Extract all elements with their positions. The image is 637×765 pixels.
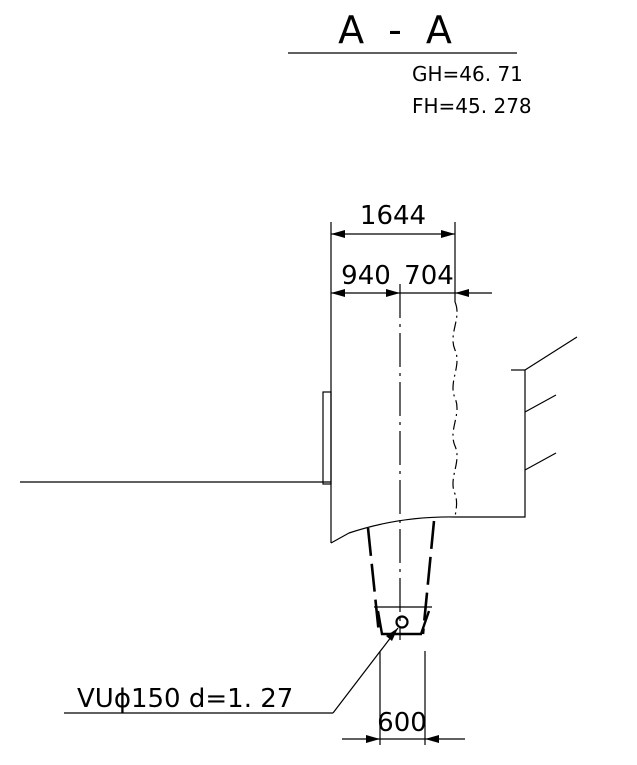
callout-leader bbox=[64, 627, 399, 714]
formation-height-label: FH=45. 278 bbox=[412, 94, 532, 118]
dimension-overall bbox=[330, 222, 456, 302]
wall-body bbox=[330, 302, 578, 544]
dimension-right-label: 704 bbox=[404, 261, 454, 291]
adjoining-slab bbox=[20, 391, 332, 485]
dimension-left-label: 940 bbox=[341, 261, 391, 291]
section-title: A - A bbox=[338, 8, 458, 52]
ground-height-label: GH=46. 71 bbox=[412, 62, 523, 86]
drain-column bbox=[366, 520, 436, 635]
dimension-bottom-label: 600 bbox=[377, 708, 427, 738]
inlet-box bbox=[374, 606, 432, 636]
pipe-callout-label: VUϕ150 d=1. 27 bbox=[77, 684, 293, 714]
dimension-bottom bbox=[342, 651, 465, 745]
break-line bbox=[452, 301, 458, 518]
dimension-overall-label: 1644 bbox=[360, 201, 426, 231]
dimension-split bbox=[331, 289, 492, 297]
pipe-icon bbox=[395, 615, 409, 629]
